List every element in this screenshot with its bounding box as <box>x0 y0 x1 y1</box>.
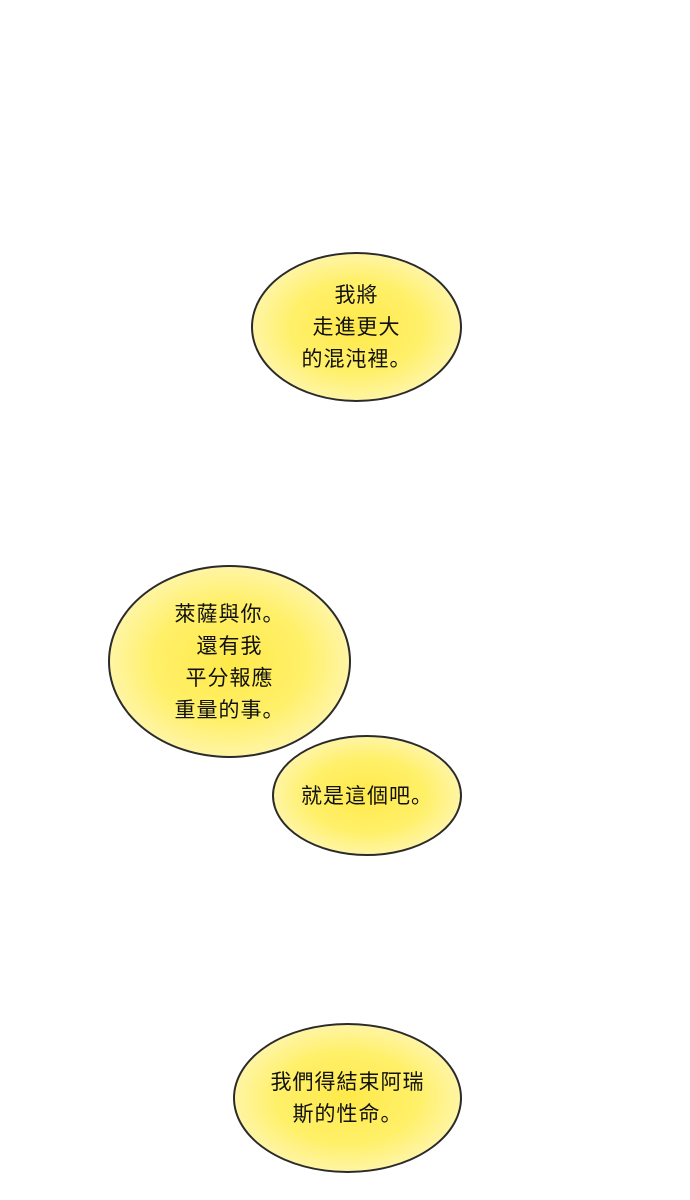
speech-bubble-text-4: 我們得結束阿瑞 斯的性命。 <box>270 1070 425 1126</box>
speech-bubble-3: 就是這個吧。 <box>272 735 462 856</box>
speech-bubble-1: 我將 走進更大 的混沌裡。 <box>251 252 462 402</box>
speech-bubble-text-1: 我將 走進更大 的混沌裡。 <box>301 283 412 371</box>
speech-bubble-text-3: 就是這個吧。 <box>301 783 433 808</box>
speech-bubble-2: 萊薩與你。 還有我 平分報應 重量的事。 <box>108 565 351 758</box>
speech-bubble-text-2: 萊薩與你。 還有我 平分報應 重量的事。 <box>174 601 285 722</box>
speech-bubble-4: 我們得結束阿瑞 斯的性命。 <box>233 1023 462 1173</box>
